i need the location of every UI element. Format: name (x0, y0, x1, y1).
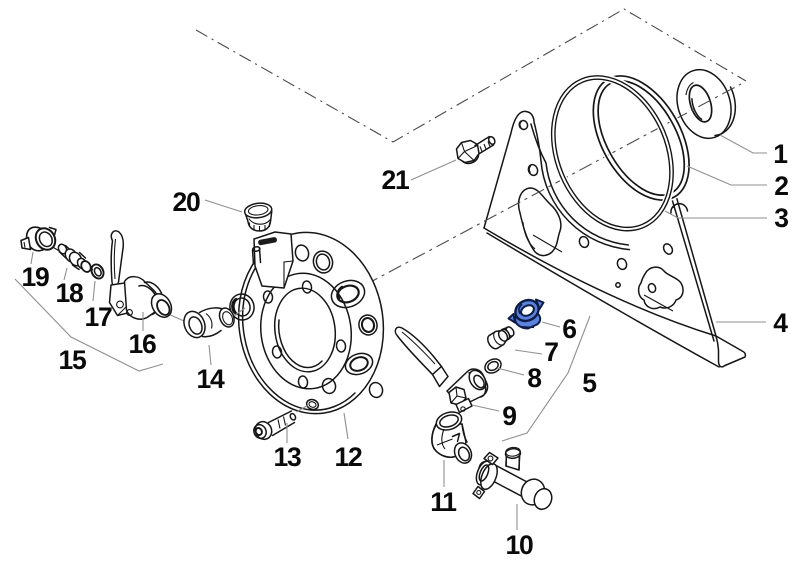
svg-text:20: 20 (172, 187, 200, 217)
svg-text:15: 15 (58, 345, 86, 375)
svg-text:3: 3 (774, 203, 788, 233)
svg-text:17: 17 (84, 302, 112, 332)
svg-text:11: 11 (430, 487, 456, 517)
svg-text:10: 10 (505, 530, 533, 560)
svg-text:9: 9 (502, 401, 516, 431)
svg-text:5: 5 (582, 368, 596, 398)
svg-text:19: 19 (21, 262, 49, 292)
svg-text:6: 6 (562, 314, 576, 344)
svg-text:12: 12 (334, 442, 362, 472)
svg-text:14: 14 (196, 364, 225, 394)
svg-text:4: 4 (773, 308, 788, 338)
svg-text:8: 8 (527, 363, 541, 393)
svg-text:18: 18 (55, 278, 83, 308)
svg-text:21: 21 (381, 165, 409, 195)
svg-text:2: 2 (774, 171, 788, 201)
svg-text:13: 13 (273, 442, 301, 472)
svg-text:16: 16 (128, 329, 156, 359)
svg-text:7: 7 (544, 337, 558, 367)
svg-text:1: 1 (773, 139, 787, 169)
